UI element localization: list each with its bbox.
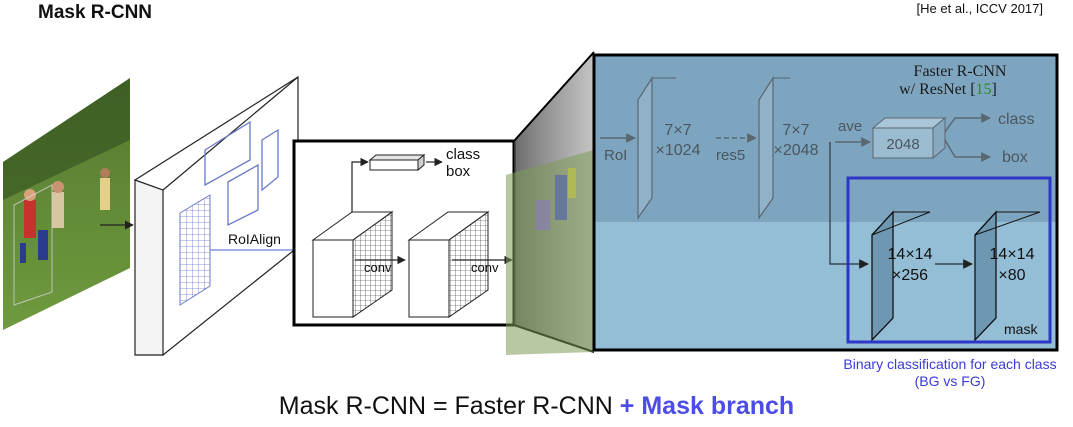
roi-box-2: [261, 128, 279, 192]
panel-header-line2: w/ ResNet [15]: [899, 81, 997, 98]
res5-block: [758, 75, 790, 220]
citation: [He et al., ICCV 2017]: [916, 1, 1043, 16]
mask-branch-box: [846, 176, 1052, 344]
arrow-to-box: [944, 139, 991, 162]
player-figures: [20, 168, 110, 263]
equation-mask-branch: + Mask branch: [619, 392, 795, 420]
block1-channels: ×1024: [656, 142, 701, 159]
mask-branch-arrow: [829, 142, 869, 269]
input-image: [3, 78, 130, 330]
mask-caption: Binary classification for each class (BG…: [826, 356, 1073, 390]
roi-label: RoI: [604, 147, 627, 164]
conv-label-2: conv: [471, 260, 499, 275]
roialign-label: RoIAlign: [228, 231, 281, 247]
caption-line-2: (BG vs FG): [914, 373, 986, 389]
block1-size: 7×7: [664, 122, 691, 139]
equation: Mask R-CNN = Faster R-CNN + Mask branch: [0, 392, 1073, 421]
caption-line-1: Binary classification for each class: [843, 356, 1057, 372]
block2-channels: ×2048: [774, 142, 819, 159]
panel-class-label: class: [998, 111, 1034, 128]
res4-block: [637, 75, 676, 220]
mask-feature-cube-1: [311, 211, 394, 318]
panel-box-label: box: [1002, 149, 1028, 166]
roi-box-1: [204, 120, 251, 187]
panel-header-line1: Faster R-CNN: [914, 63, 1007, 80]
mask-block-1: [871, 210, 931, 342]
zoomed-image-strip: [506, 150, 594, 355]
mask-block-2: [974, 210, 1041, 342]
mask-block1-size: 14×14: [888, 246, 933, 263]
arrow-to-class: [944, 113, 991, 133]
mask-block2-size: 14×14: [990, 246, 1035, 263]
fc-2048-box: [871, 116, 947, 160]
mask-block1-channels: ×256: [892, 267, 928, 284]
slide-title: Mask R-CNN: [38, 2, 153, 23]
conv-label-1: conv: [364, 260, 392, 275]
roi-box-3: [227, 163, 259, 227]
ave-label: ave: [838, 118, 862, 135]
head-box-label: box: [446, 163, 471, 180]
arrow-to-fc: [351, 157, 369, 212]
mask-label: mask: [1004, 321, 1038, 337]
detail-panel: [592, 53, 1059, 352]
equation-left: Mask R-CNN = Faster R-CNN: [278, 392, 613, 420]
mask-feature-cube-2: [407, 211, 490, 318]
fc-block: [368, 153, 426, 172]
head-class-label: class: [446, 146, 480, 163]
res5-label: res5: [716, 147, 745, 164]
mask-block2-channels: ×80: [998, 267, 1025, 284]
roi-grid: [179, 194, 211, 306]
block2-size: 7×7: [782, 122, 809, 139]
feature-map: [134, 75, 299, 357]
fc-value: 2048: [886, 136, 919, 153]
